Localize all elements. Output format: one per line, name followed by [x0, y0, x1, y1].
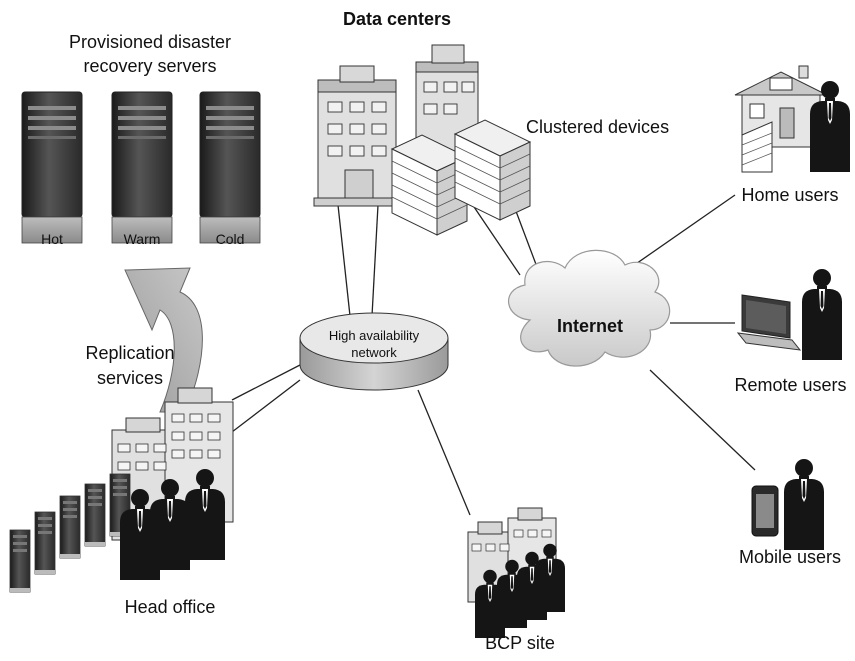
- dr-servers-label-line2: recovery servers: [83, 56, 217, 76]
- replication-label-line2: services: [96, 368, 163, 388]
- internet-cloud-icon: [507, 249, 671, 367]
- home-users-label: Home users: [741, 185, 839, 205]
- link-internet-mobile: [649, 369, 756, 471]
- head-office-servers-icon: [9, 473, 131, 593]
- mobile-user-person-icon: [784, 459, 824, 550]
- clustered-devices-label: Clustered devices: [526, 117, 670, 137]
- remote-user-person-icon: [802, 269, 842, 360]
- cold-label: Cold: [215, 231, 245, 247]
- warm-label: Warm: [123, 231, 161, 247]
- ha-network-label-line2: network: [351, 345, 397, 360]
- house-icon: [734, 65, 828, 173]
- bcp-site-label: BCP site: [485, 633, 555, 653]
- link-ha-head-office-1: [231, 364, 301, 401]
- link-dc-right-ha: [371, 204, 379, 317]
- firewall-icon: [453, 119, 532, 221]
- smartphone-icon: [751, 485, 779, 537]
- replication-label-line1: Replication: [85, 343, 175, 363]
- ha-network-database-icon: [299, 312, 449, 391]
- ha-network-label-line1: High availability: [328, 328, 420, 343]
- link-dc-left-ha: [337, 204, 351, 317]
- link-firewall1-internet: [467, 197, 521, 276]
- mobile-users-label: Mobile users: [738, 547, 842, 567]
- remote-users-label: Remote users: [734, 375, 847, 395]
- link-internet-home: [619, 194, 736, 276]
- dr-server-hot: [21, 91, 83, 244]
- link-ha-bcp: [417, 389, 471, 516]
- link-ha-head-office-2: [231, 379, 301, 433]
- hot-label: Hot: [41, 231, 63, 247]
- dr-server-cold: [199, 91, 261, 244]
- dr-servers-label-line1: Provisioned disaster: [68, 32, 232, 52]
- diagram-title: Data centers: [342, 9, 452, 29]
- head-office-label: Head office: [124, 597, 216, 617]
- data-center-building-left-icon: [313, 65, 415, 207]
- laptop-icon: [736, 294, 802, 351]
- dr-server-warm: [111, 91, 173, 244]
- internet-label: Internet: [556, 316, 623, 336]
- replication-arrow-icon: [124, 267, 203, 413]
